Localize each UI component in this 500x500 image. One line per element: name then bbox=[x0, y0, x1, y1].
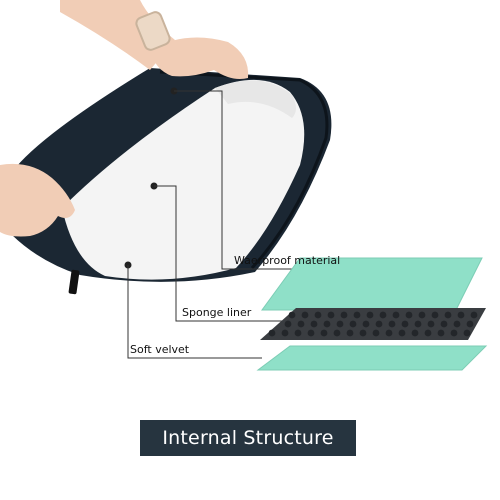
label-soft-velvet: Soft velvet bbox=[130, 343, 190, 356]
hands bbox=[0, 0, 249, 237]
sponge-perforation bbox=[284, 320, 292, 328]
sponge-perforation bbox=[424, 329, 432, 337]
sponge-perforation bbox=[336, 320, 344, 328]
sponge-perforation bbox=[411, 329, 419, 337]
sponge-perforation bbox=[405, 311, 413, 319]
sponge-perforation bbox=[444, 311, 452, 319]
layer-stack bbox=[256, 257, 488, 371]
wristwatch-icon bbox=[135, 11, 171, 51]
sponge-perforation bbox=[297, 320, 305, 328]
sponge-perforation bbox=[450, 329, 458, 337]
sponge-perforation bbox=[294, 329, 302, 337]
sponge-perforation bbox=[310, 320, 318, 328]
laptop-sleeve bbox=[12, 68, 332, 295]
sponge-perforation bbox=[427, 320, 435, 328]
sponge-perforation bbox=[431, 311, 439, 319]
sponge-perforation bbox=[301, 311, 309, 319]
sponge-perforation bbox=[457, 311, 465, 319]
sponge-perforation bbox=[385, 329, 393, 337]
sponge-perforation bbox=[366, 311, 374, 319]
caption-internal-structure: Internal Structure bbox=[140, 420, 356, 456]
sponge-perforation bbox=[349, 320, 357, 328]
sponge-perforation bbox=[470, 311, 478, 319]
sponge-perforation bbox=[359, 329, 367, 337]
sponge-perforation bbox=[401, 320, 409, 328]
sponge-perforation bbox=[379, 311, 387, 319]
sleeve-lining-fold bbox=[215, 80, 296, 118]
sponge-perforation bbox=[288, 311, 296, 319]
leader-line-waterproof bbox=[174, 90, 344, 270]
sponge-perforation bbox=[398, 329, 406, 337]
sponge-perforation bbox=[440, 320, 448, 328]
sponge-perforation bbox=[327, 311, 335, 319]
zipper-pull-tab bbox=[68, 269, 80, 295]
sponge-perforation bbox=[346, 329, 354, 337]
sponge-perforation bbox=[281, 329, 289, 337]
label-sponge-liner: Sponge liner bbox=[182, 306, 252, 319]
sponge-perforation bbox=[375, 320, 383, 328]
upper-hand bbox=[150, 37, 249, 79]
sponge-perforation bbox=[268, 329, 276, 337]
sponge-perforation bbox=[453, 320, 461, 328]
leader-line-velvet bbox=[127, 265, 262, 359]
sponge-perforation bbox=[340, 311, 348, 319]
sponge-dots bbox=[268, 311, 478, 337]
sponge-perforation bbox=[353, 311, 361, 319]
sleeve-zipper bbox=[159, 70, 329, 270]
sponge-perforation bbox=[392, 311, 400, 319]
sponge-perforation bbox=[463, 329, 471, 337]
leader-line-sponge bbox=[154, 185, 282, 322]
layer-velvet bbox=[256, 345, 488, 371]
sponge-perforation bbox=[307, 329, 315, 337]
lower-hand bbox=[0, 163, 75, 237]
sponge-perforation bbox=[362, 320, 370, 328]
sponge-perforation bbox=[333, 329, 341, 337]
sponge-perforation bbox=[437, 329, 445, 337]
sponge-perforation bbox=[388, 320, 396, 328]
sleeve-inner-lining bbox=[62, 79, 305, 280]
sponge-perforation bbox=[418, 311, 426, 319]
sponge-perforation bbox=[314, 311, 322, 319]
sponge-perforation bbox=[372, 329, 380, 337]
sponge-perforation bbox=[320, 329, 328, 337]
sponge-perforation bbox=[466, 320, 474, 328]
label-waterproof-material: Waerproof material bbox=[234, 254, 341, 267]
sponge-perforation bbox=[414, 320, 422, 328]
sponge-perforation bbox=[323, 320, 331, 328]
